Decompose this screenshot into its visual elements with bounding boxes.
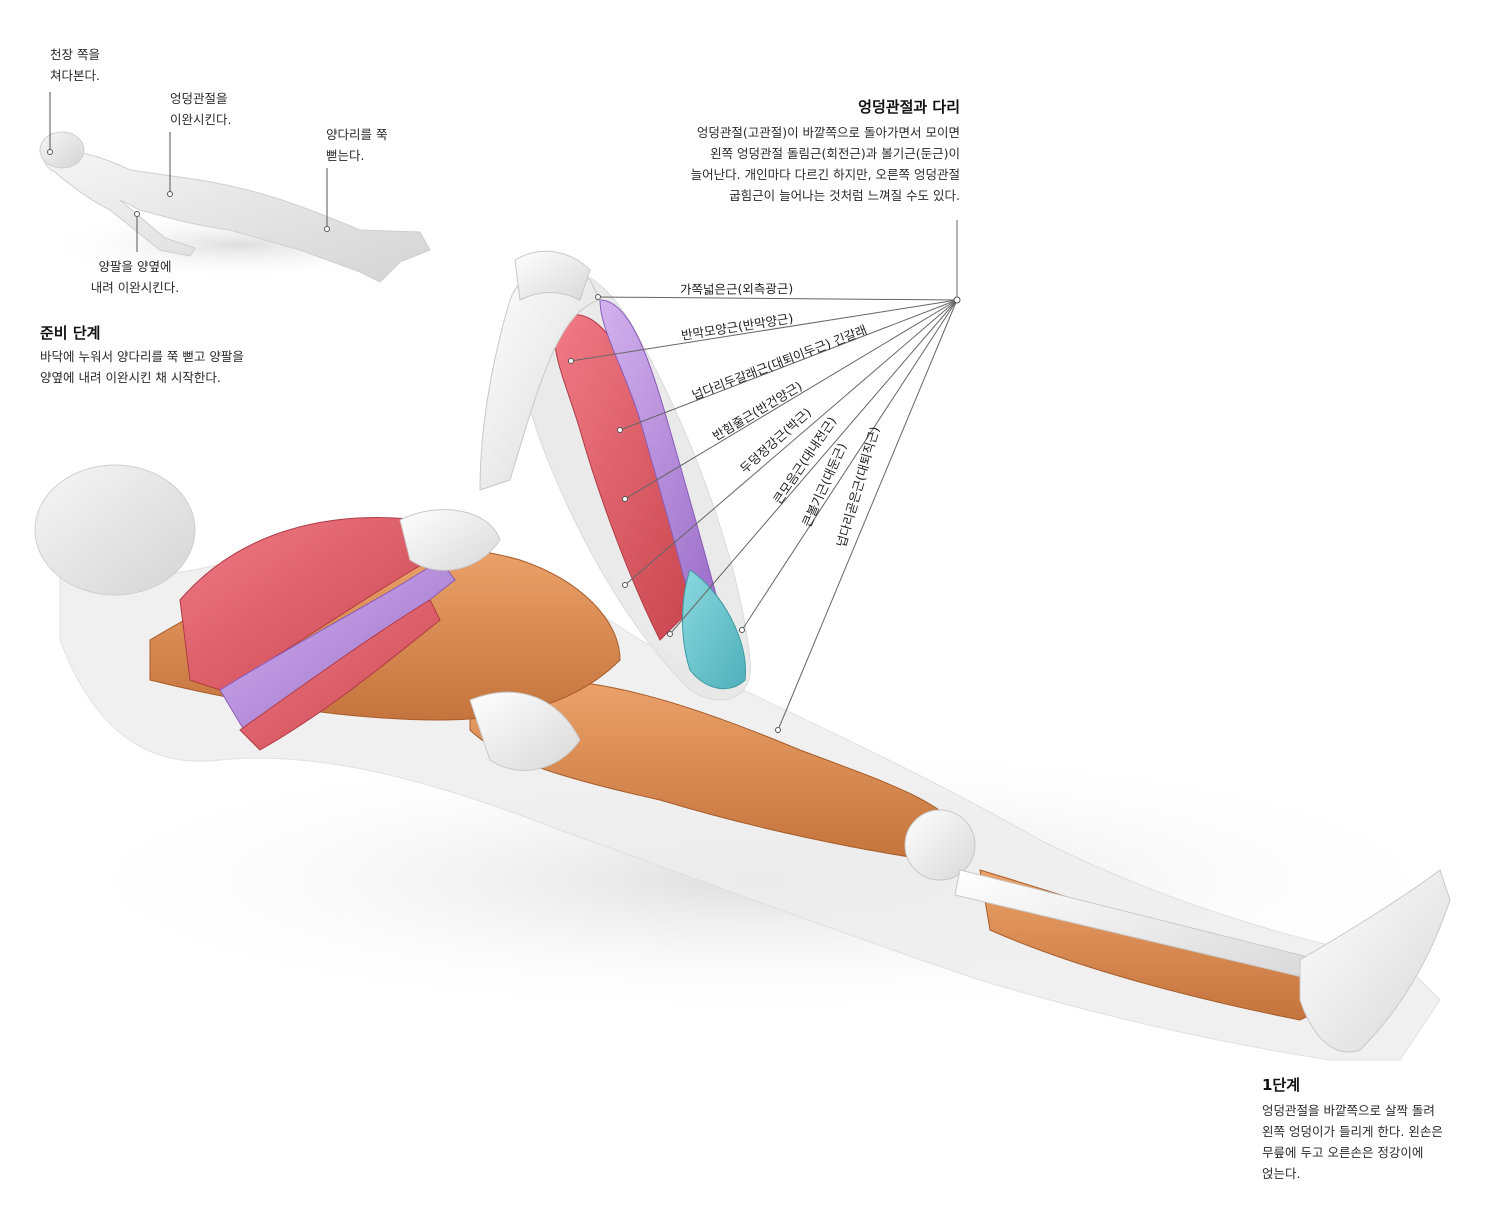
main-figure-head xyxy=(34,464,196,596)
muscle-label-vastus-lateralis: 가쪽넓은근(외측광근) xyxy=(680,281,793,297)
prep-leader-lines xyxy=(49,92,328,252)
main-figure xyxy=(34,250,1480,1061)
muscle-leader-dots xyxy=(568,294,961,733)
stage1-desc: 엉덩관절을 바깥쪽으로 살짝 돌려 왼쪽 엉덩이가 들리게 한다. 왼손은 무릎… xyxy=(1262,1103,1443,1181)
muscle-label-semimembranosus: 반막모양근(반막양근) xyxy=(680,310,794,343)
prep-label-relax-arms: 양팔을 양옆에 내려 이완시킨다. xyxy=(90,259,180,295)
hip-section-desc: 엉덩관절(고관절)이 바깥쪽으로 돌아가면서 모이면 왼쪽 엉덩관절 돌림근(회… xyxy=(690,125,960,203)
knee-bone xyxy=(904,809,976,881)
prep-stage-desc: 바닥에 누워서 양다리를 쭉 뻗고 양팔을 양옆에 내려 이완시킨 채 시작한다… xyxy=(40,349,244,385)
pelvis-bone xyxy=(469,691,581,771)
right-hand-bones xyxy=(399,509,501,571)
muscle-leader-lines xyxy=(570,220,958,731)
prep-label-stretch-legs: 양다리를 쭉 뻗는다. xyxy=(326,127,388,163)
prep-figure-body xyxy=(43,147,431,283)
hip-section-title: 엉덩관절과 다리 xyxy=(858,98,960,116)
prep-leader-dots xyxy=(47,149,330,232)
stage1-title: 1단계 xyxy=(1262,1076,1301,1094)
forearm-red-muscle xyxy=(239,599,441,751)
left-hand-bones xyxy=(514,250,591,301)
prep-label-relax-hip: 엉덩관절을 이완시킨다. xyxy=(170,91,232,127)
prep-figure-head xyxy=(39,131,85,169)
prep-stage-title: 준비 단계 xyxy=(40,324,101,342)
bent-thigh-cyan-muscle xyxy=(682,569,747,690)
foot-bones xyxy=(1299,869,1451,1053)
prep-label-look-up: 천장 쪽을 쳐다본다. xyxy=(50,47,100,83)
prep-figure xyxy=(39,131,440,283)
